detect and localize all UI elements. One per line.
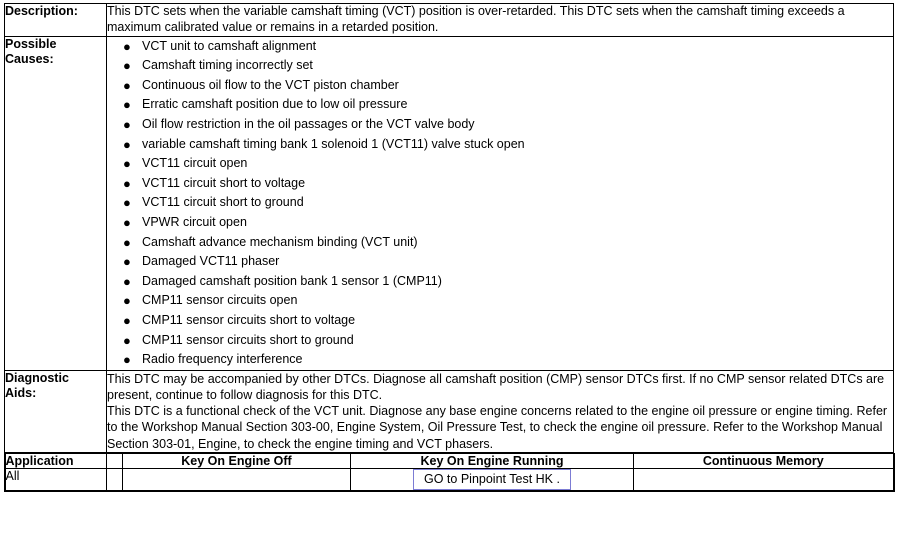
application-table: Application Key On Engine Off Key On Eng… <box>3 452 895 492</box>
possible-cause-label: CMP11 sensor circuits short to voltage <box>142 312 356 327</box>
bullet-icon: ● <box>123 293 131 309</box>
possible-causes-list: ● VCT unit to camshaft alignment ● Camshaft… <box>107 37 893 370</box>
bullet-icon: ● <box>123 273 131 289</box>
possible-cause-item: ● VPWR circuit open <box>123 213 893 233</box>
bullet-icon: ● <box>123 38 131 54</box>
application-header-row: Application Key On Engine Off Key On Eng… <box>3 452 895 469</box>
diagnostic-aids-paragraph-1: This DTC may be accompanied by other DTC… <box>107 371 885 402</box>
possible-cause-item: ● VCT11 circuit open <box>123 154 893 174</box>
possible-cause-item: ● Erratic camshaft position due to low oi… <box>123 95 893 115</box>
possible-cause-item: ● Camshaft advance mechanism binding (VCT… <box>123 233 893 253</box>
description-label: Description: <box>4 3 107 37</box>
bullet-icon: ● <box>123 214 131 230</box>
bullet-icon: ● <box>123 116 131 132</box>
possible-cause-item: ● Oil flow restriction in the oil passage… <box>123 115 893 135</box>
bullet-icon: ● <box>123 77 131 93</box>
application-header-continuous-memory: Continuous Memory <box>633 452 895 469</box>
application-table-wrapper: Application Key On Engine Off Key On Eng… <box>3 452 895 492</box>
possible-cause-label: Radio frequency interference <box>142 352 303 367</box>
application-value-key-on-engine-running-cell: GO to Pinpoint Test HK . <box>350 467 634 492</box>
application-header-key-on-engine-running: Key On Engine Running <box>350 452 634 469</box>
application-value-all: All <box>3 467 107 492</box>
diagnostic-aids-label: Diagnostic Aids: <box>4 369 107 453</box>
possible-cause-label: Camshaft advance mechanism binding (VCT … <box>142 234 418 249</box>
possible-cause-item: ● Damaged VCT11 phaser <box>123 252 893 272</box>
application-value-continuous-memory <box>633 467 895 492</box>
bullet-icon: ● <box>123 254 131 270</box>
diagnostic-aids-paragraph-2: This DTC is a functional check of the VC… <box>107 404 888 451</box>
bullet-icon: ● <box>123 58 131 74</box>
possible-cause-item: ● variable camshaft timing bank 1 solenoi… <box>123 135 893 155</box>
possible-cause-label: Damaged VCT11 phaser <box>142 254 280 269</box>
possible-causes-label: Possible Causes: <box>4 35 107 371</box>
possible-cause-label: variable camshaft timing bank 1 solenoid… <box>142 136 525 151</box>
possible-cause-label: VCT11 circuit open <box>142 156 248 171</box>
bullet-icon: ● <box>123 136 131 152</box>
possible-cause-item: ● CMP11 sensor circuits short to ground <box>123 331 893 351</box>
application-data-row: All GO to Pinpoint Test HK . <box>3 467 895 492</box>
dtc-diagnostic-table: Description: This DTC sets when the vari… <box>3 3 895 492</box>
possible-cause-label: CMP11 sensor circuits open <box>142 293 298 308</box>
application-header-key-on-engine-off: Key On Engine Off <box>122 452 351 469</box>
possible-cause-label: CMP11 sensor circuits short to ground <box>142 332 354 347</box>
description-text: This DTC sets when the variable camshaft… <box>106 3 894 37</box>
possible-cause-item: ● Camshaft timing incorrectly set <box>123 56 893 76</box>
bullet-icon: ● <box>123 332 131 348</box>
application-value-key-on-engine-off <box>122 467 351 492</box>
table-row-diagnostic-aids: Diagnostic Aids: This DTC may be accompa… <box>4 369 894 453</box>
possible-cause-item: ● Radio frequency interference <box>123 350 893 370</box>
possible-cause-label: Continuous oil flow to the VCT piston ch… <box>142 77 399 92</box>
possible-causes-body: ● VCT unit to camshaft alignment ● Camshaft… <box>106 35 894 371</box>
table-row-possible-causes: Possible Causes: ● VCT unit to camshaft a… <box>4 35 894 371</box>
possible-cause-label: Camshaft timing incorrectly set <box>142 58 313 73</box>
possible-cause-label: Oil flow restriction in the oil passages… <box>142 116 475 131</box>
table-row-description: Description: This DTC sets when the vari… <box>4 3 894 37</box>
possible-cause-label: VPWR circuit open <box>142 214 247 229</box>
possible-cause-label: VCT11 circuit short to voltage <box>142 175 306 190</box>
pinpoint-test-link[interactable]: GO to Pinpoint Test HK . <box>413 468 571 490</box>
possible-cause-label: VCT unit to camshaft alignment <box>142 38 317 53</box>
possible-cause-item: ● VCT11 circuit short to voltage <box>123 174 893 194</box>
possible-cause-item: ● CMP11 sensor circuits open <box>123 291 893 311</box>
bullet-icon: ● <box>123 352 131 368</box>
bullet-icon: ● <box>123 234 131 250</box>
possible-cause-item: ● Continuous oil flow to the VCT piston c… <box>123 76 893 96</box>
diagnostic-aids-body: This DTC may be accompanied by other DTC… <box>106 369 894 453</box>
possible-cause-item: ● VCT11 circuit short to ground <box>123 193 893 213</box>
possible-cause-item: ● Damaged camshaft position bank 1 sensor… <box>123 272 893 292</box>
bullet-icon: ● <box>123 195 131 211</box>
table-row-application-wrapper: Application Key On Engine Off Key On Eng… <box>3 452 895 492</box>
bullet-icon: ● <box>123 312 131 328</box>
possible-cause-label: Erratic camshaft position due to low oil… <box>142 97 408 112</box>
bullet-icon: ● <box>123 156 131 172</box>
bullet-icon: ● <box>123 97 131 113</box>
possible-cause-label: VCT11 circuit short to ground <box>142 195 304 210</box>
possible-cause-label: Damaged camshaft position bank 1 sensor … <box>142 273 442 288</box>
bullet-icon: ● <box>123 175 131 191</box>
possible-cause-item: ● VCT unit to camshaft alignment <box>123 37 893 57</box>
application-header-spacer <box>106 452 123 469</box>
application-header-application: Application <box>3 452 107 469</box>
application-value-spacer <box>106 467 123 492</box>
possible-cause-item: ● CMP11 sensor circuits short to voltage <box>123 311 893 331</box>
